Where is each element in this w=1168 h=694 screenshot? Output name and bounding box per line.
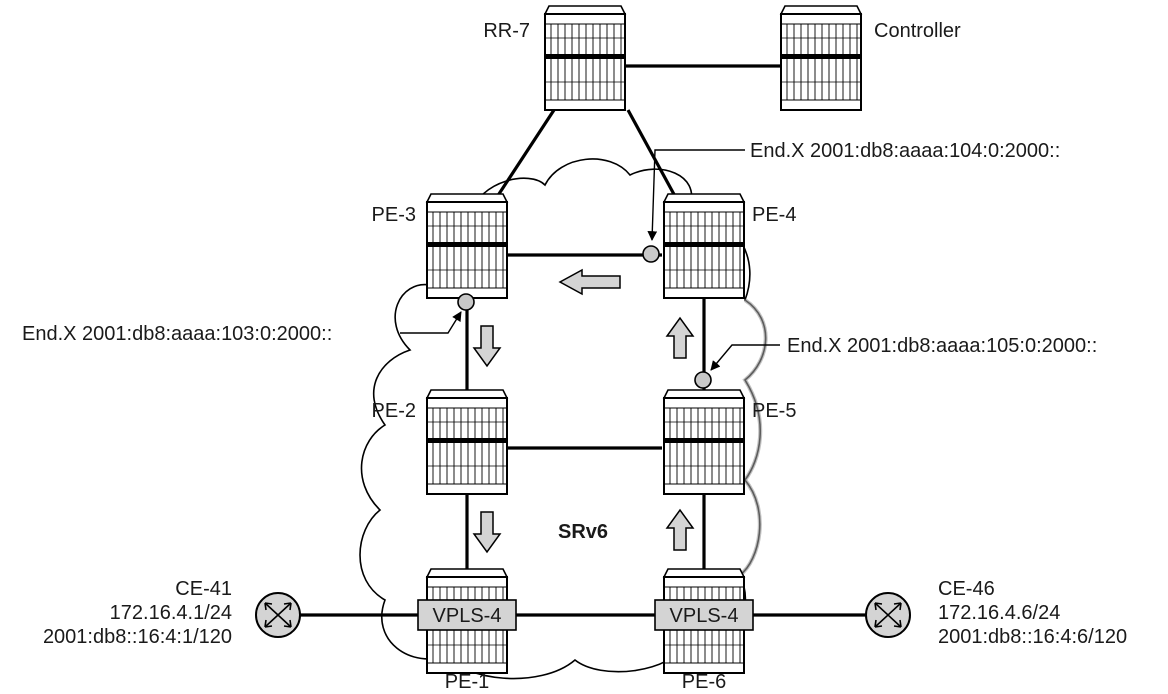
router-pe3-icon bbox=[426, 193, 508, 299]
router-label-pe2: PE-2 bbox=[372, 400, 416, 422]
router-pe2-icon bbox=[426, 389, 508, 495]
vpls-box-pe6: VPLS-4 bbox=[654, 599, 754, 631]
ce46-ipv4: 172.16.4.6/24 bbox=[938, 602, 1060, 624]
ce46-name: CE-46 bbox=[938, 578, 995, 600]
ce46-ipv6: 2001:db8::16:4:6/120 bbox=[938, 626, 1127, 648]
domain-label: SRv6 bbox=[558, 521, 608, 543]
ce41-icon bbox=[255, 592, 301, 638]
router-label-pe4: PE-4 bbox=[752, 204, 796, 226]
router-label-pe5: PE-5 bbox=[752, 400, 796, 422]
sid-label-pe4: End.X 2001:db8:aaaa:104:0:2000:: bbox=[750, 140, 1060, 162]
router-pe4-icon bbox=[663, 193, 745, 299]
ce46-icon bbox=[865, 592, 911, 638]
vpls-label-pe6: VPLS-4 bbox=[670, 605, 739, 627]
router-label-rr7: RR-7 bbox=[483, 20, 530, 42]
router-label-pe3: PE-3 bbox=[372, 204, 416, 226]
links bbox=[300, 64, 866, 617]
vpls-box-pe1: VPLS-4 bbox=[417, 599, 517, 631]
sid-label-pe5: End.X 2001:db8:aaaa:105:0:2000:: bbox=[787, 335, 1097, 357]
ce41-name: CE-41 bbox=[175, 578, 232, 600]
router-label-pe6: PE-6 bbox=[682, 671, 726, 693]
sid-label-pe3: End.X 2001:db8:aaaa:103:0:2000:: bbox=[22, 323, 332, 345]
sid-dot-pe3 bbox=[457, 293, 475, 311]
sid-pointer-pe3 bbox=[400, 311, 462, 334]
link-rr7-pe3 bbox=[493, 109, 556, 201]
sid-dot-pe5 bbox=[694, 371, 712, 389]
router-controller-icon bbox=[780, 5, 862, 111]
router-label-pe1: PE-1 bbox=[445, 671, 489, 693]
sid-pointer-pe4 bbox=[647, 149, 745, 241]
sid-dot-pe4 bbox=[642, 245, 660, 263]
sid-pointer-pe5 bbox=[710, 344, 780, 371]
link-rr7-pe4 bbox=[626, 109, 678, 199]
router-label-controller: Controller bbox=[874, 20, 961, 42]
vpls-label-pe1: VPLS-4 bbox=[433, 605, 502, 627]
ce41-ipv4: 172.16.4.1/24 bbox=[110, 602, 232, 624]
router-pe5-icon bbox=[663, 389, 745, 495]
ce41-ipv6: 2001:db8::16:4:1/120 bbox=[43, 626, 232, 648]
router-rr7-icon bbox=[544, 5, 626, 111]
